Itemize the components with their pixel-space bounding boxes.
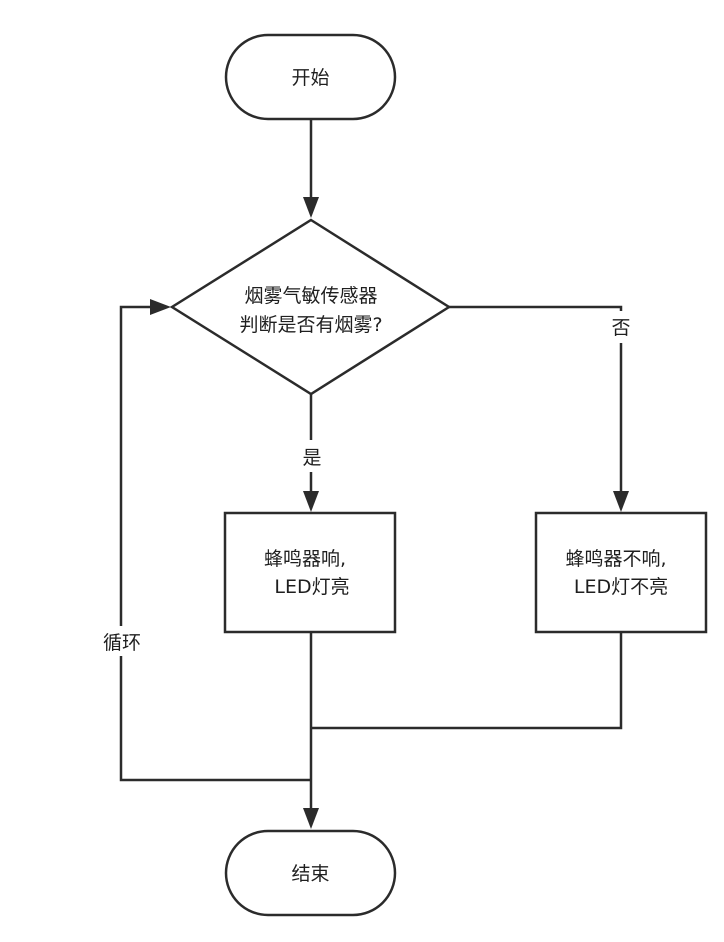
edge-loop-back: 循环 [99,299,311,782]
end-node: 结束 [224,829,397,917]
yes-action-line1: 蜂鸣器响, [264,548,346,570]
loop-label: 循环 [103,632,141,654]
yes-action-line2: LED灯亮 [274,576,349,598]
no-action-node: 蜂鸣器不响, LED灯不亮 [534,511,708,634]
start-node: 开始 [224,33,397,121]
yes-label: 是 [302,447,321,469]
decision-label-line2: 判断是否有烟雾? [239,314,382,336]
edge-decision-to-yes: 是 [298,394,326,512]
end-label: 结束 [291,863,329,885]
yes-action-node: 蜂鸣器响, LED灯亮 [223,511,397,634]
edge-start-to-decision [303,119,319,218]
no-action-line2: LED灯不亮 [574,576,668,598]
no-label: 否 [611,317,630,339]
start-label: 开始 [291,67,329,89]
edge-no-to-merge [311,632,623,730]
decision-label-line1: 烟雾气敏传感器 [244,285,377,307]
decision-node: 烟雾气敏传感器 判断是否有烟雾? [169,218,452,396]
edge-yes-to-end [303,632,319,829]
edge-decision-to-no: 否 [449,305,635,512]
no-action-line1: 蜂鸣器不响, [565,548,666,570]
